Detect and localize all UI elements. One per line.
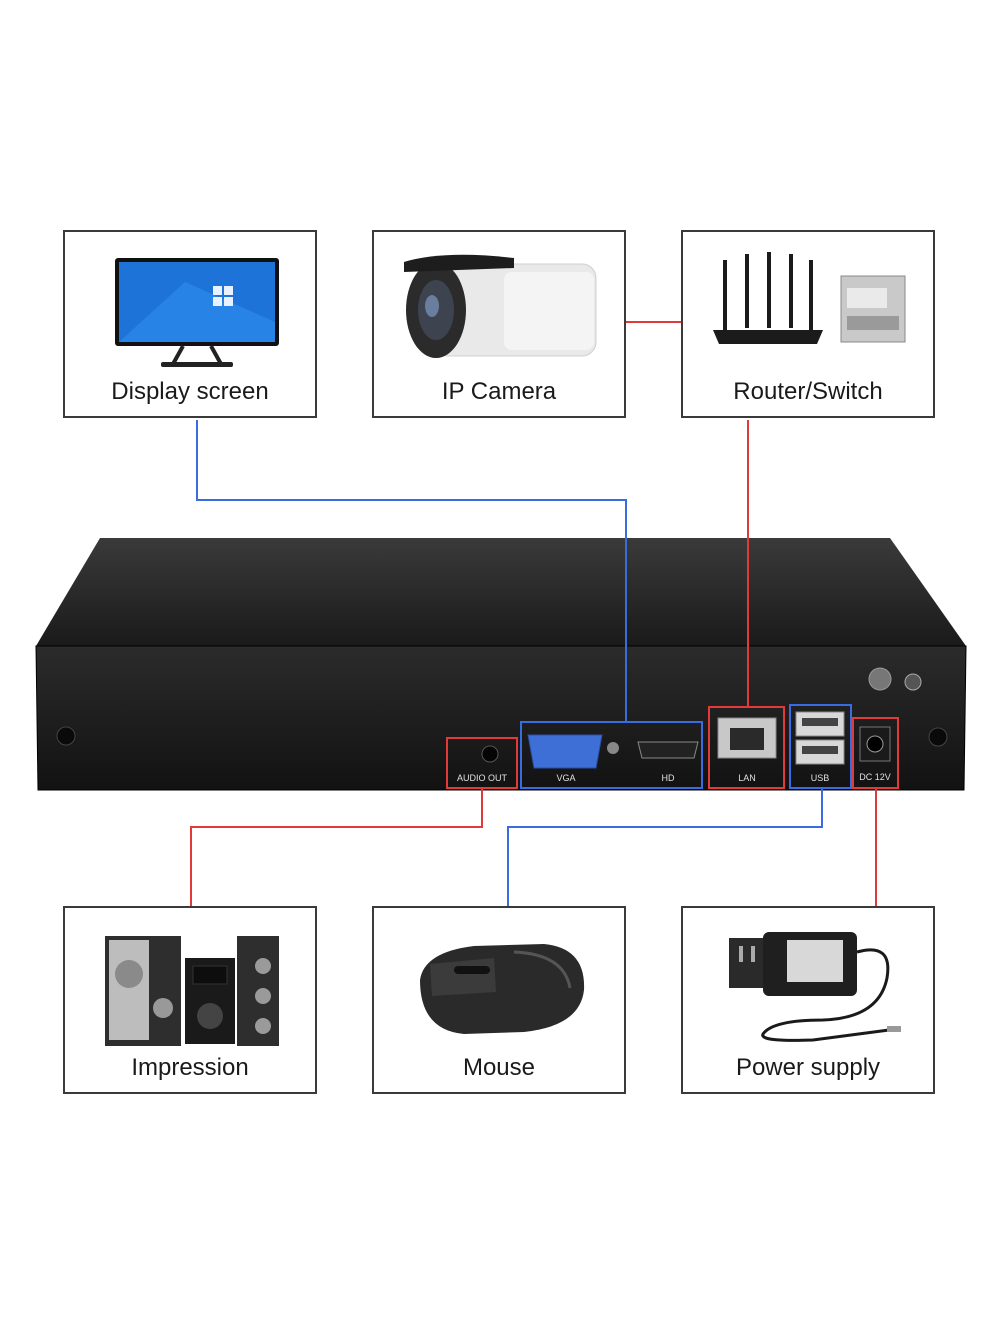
- usb-ports: USB: [789, 704, 852, 789]
- power-supply-label: Power supply: [735, 1054, 881, 1081]
- monitor-icon: [115, 258, 279, 367]
- dc-label: DC 12V: [859, 772, 891, 782]
- ground-icon: [868, 667, 892, 691]
- ip-camera-box: IP Camera: [372, 230, 626, 418]
- router-switch-label: Router/Switch: [733, 378, 883, 405]
- wire-usb-mouse: [507, 788, 823, 906]
- power-adapter-icon: [729, 932, 901, 1042]
- lan-port: LAN: [708, 706, 785, 789]
- impression-box: Impression: [63, 906, 317, 1094]
- audio-out-label: AUDIO OUT: [457, 773, 508, 783]
- usb-label: USB: [811, 773, 830, 783]
- video-ports: VGA HD: [520, 721, 703, 789]
- wire-display-vga: [196, 420, 627, 722]
- router-switch-box: Router/Switch: [681, 230, 935, 418]
- hd-label: HD: [662, 773, 675, 783]
- camera-icon: [404, 254, 597, 358]
- screw-right-icon: [928, 727, 948, 747]
- reset-icon: [904, 673, 922, 691]
- switch-icon: [840, 275, 906, 343]
- mouse-label: Mouse: [462, 1054, 536, 1081]
- nvr-top-panel: [36, 538, 966, 646]
- screw-left-icon: [56, 726, 76, 746]
- mouse-icon: [420, 944, 585, 1034]
- vga-label: VGA: [556, 773, 575, 783]
- router-icon: [713, 252, 906, 344]
- lan-label: LAN: [738, 773, 756, 783]
- power-supply-box: Power supply: [681, 906, 935, 1094]
- impression-label: Impression: [131, 1054, 249, 1081]
- speaker-icon: [105, 936, 279, 1046]
- display-screen-label: Display screen: [111, 378, 269, 405]
- wire-audio-speaker: [190, 788, 483, 906]
- dc-power-port: DC 12V: [852, 717, 899, 789]
- ip-camera-label: IP Camera: [441, 378, 557, 405]
- mouse-box: Mouse: [372, 906, 626, 1094]
- display-screen-box: Display screen: [63, 230, 317, 418]
